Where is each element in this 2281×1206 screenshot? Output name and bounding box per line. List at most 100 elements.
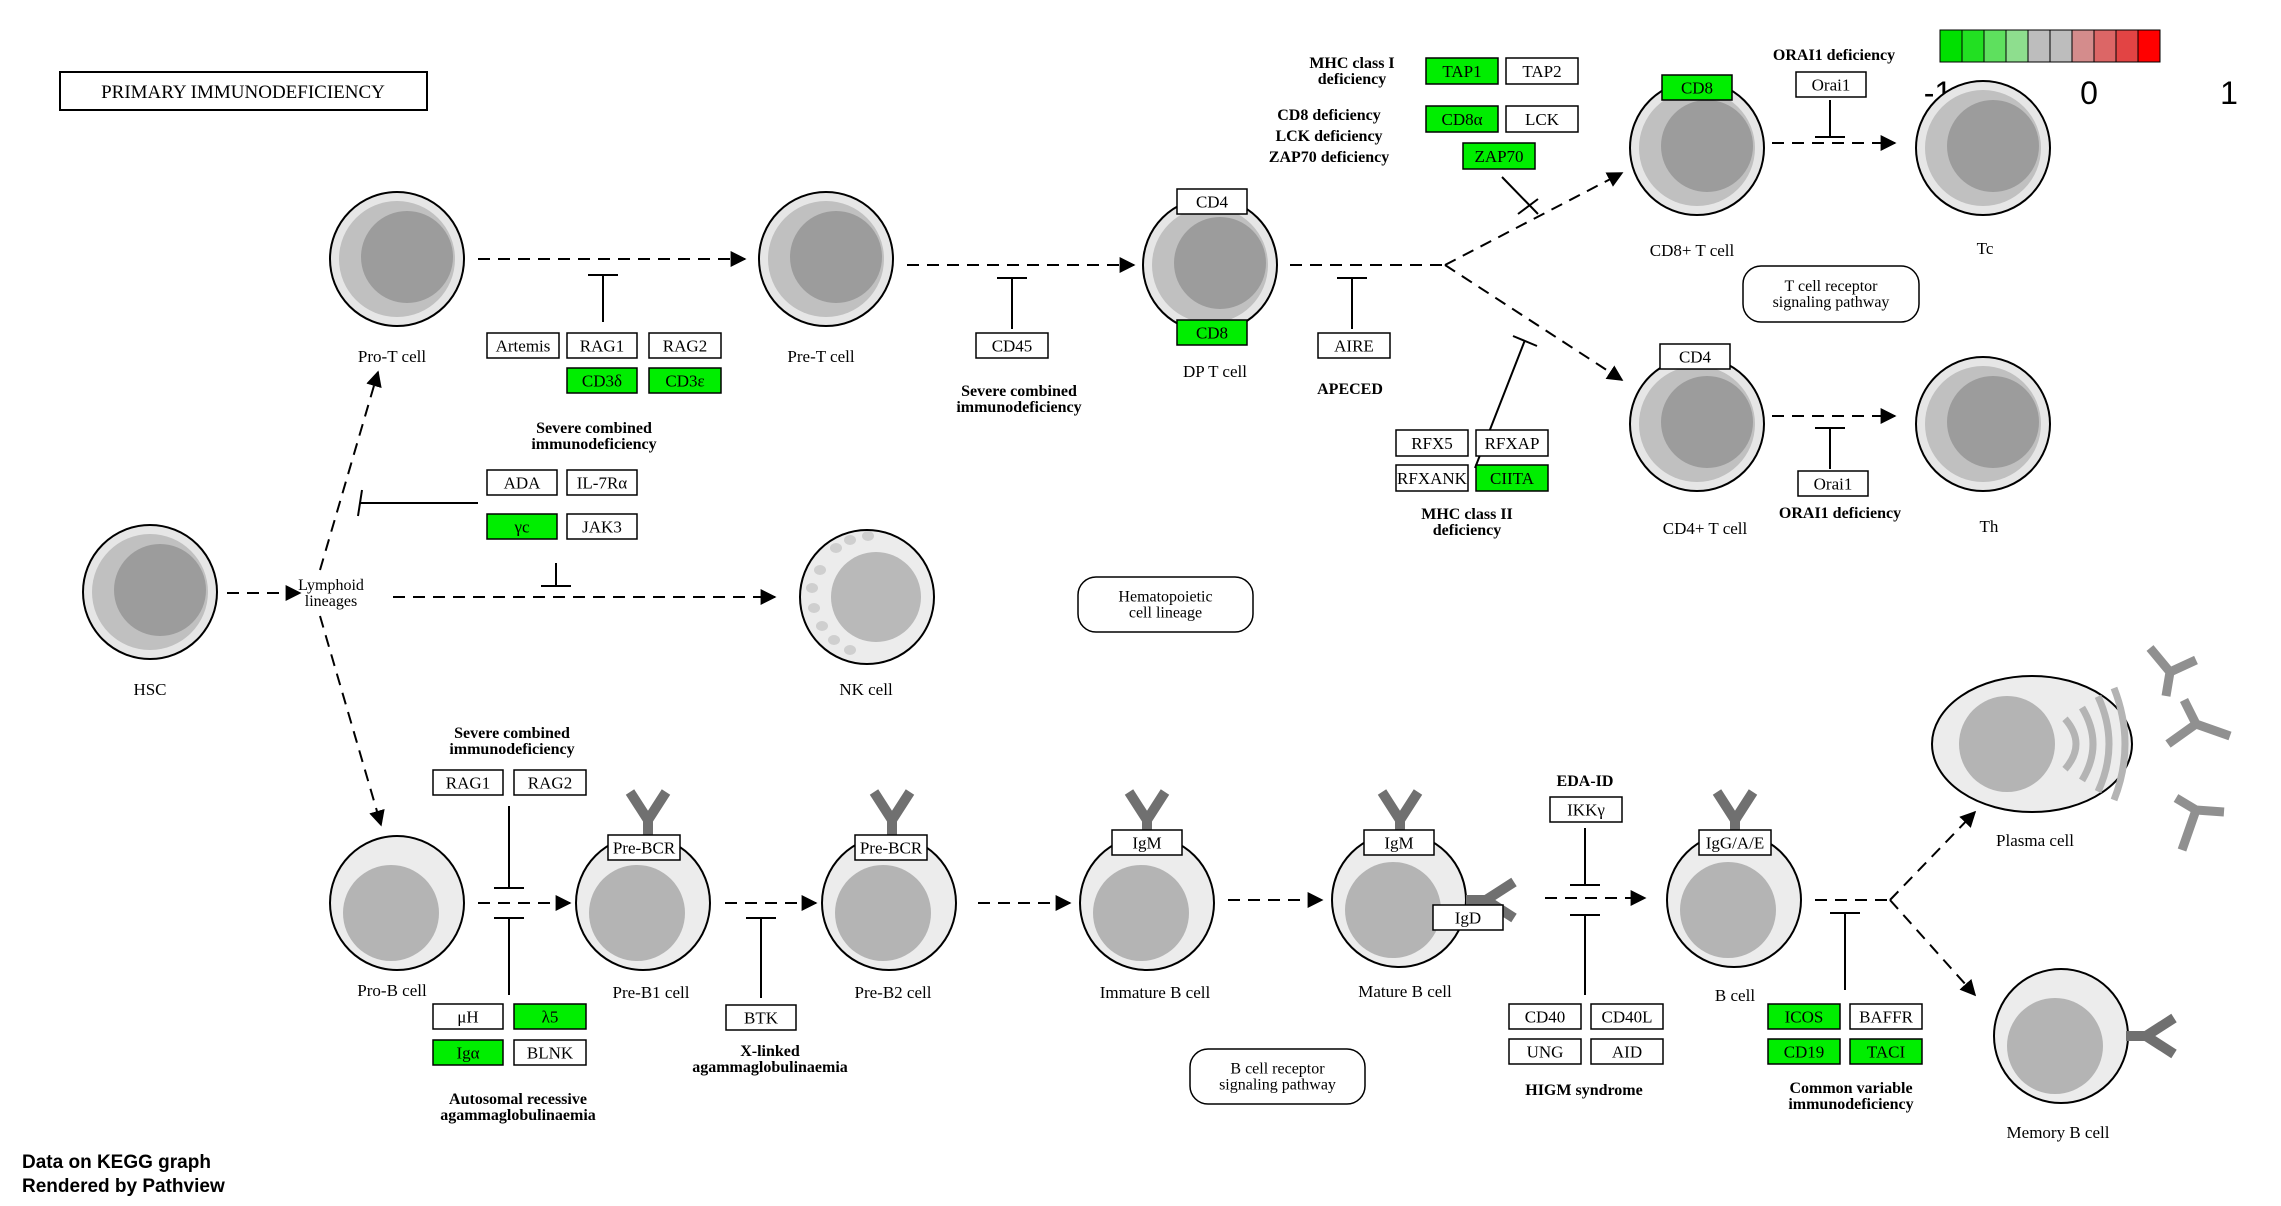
- gene-label: ADA: [504, 474, 542, 493]
- gene-blnk[interactable]: BLNK: [513, 1039, 587, 1066]
- inhibit-btk: [746, 917, 776, 998]
- inhibit-cd45: [997, 277, 1027, 329]
- edge-branch-plasma: [1889, 810, 1977, 901]
- footer-line-2: Rendered by Pathview: [22, 1176, 225, 1197]
- gene-artemis[interactable]: Artemis: [486, 332, 560, 359]
- gene-il7ra[interactable]: IL-7Rα: [566, 469, 638, 496]
- gene-icos[interactable]: ICOS: [1767, 1003, 1841, 1030]
- gene-label: CD19: [1784, 1043, 1825, 1062]
- gene-igm1[interactable]: IgM: [1111, 829, 1183, 856]
- gene-label: CD40L: [1602, 1008, 1653, 1027]
- tc-label: Tc: [1977, 239, 1994, 258]
- gene-rfx5[interactable]: RFX5: [1395, 429, 1469, 457]
- gene-orai1-top[interactable]: Orai1: [1795, 71, 1867, 98]
- nk-label: NK cell: [839, 680, 893, 699]
- orai1-bottom-label: ORAI1 deficiency: [1779, 505, 1901, 522]
- gene-ada[interactable]: ADA: [486, 469, 558, 496]
- inhibit-ikk-higm: [1570, 828, 1600, 995]
- inhibit-orai-top: [1815, 100, 1845, 138]
- gene-cd40l[interactable]: CD40L: [1590, 1003, 1664, 1030]
- gene-aire[interactable]: AIRE: [1317, 332, 1391, 359]
- gene-iggae[interactable]: IgG/A/E: [1698, 829, 1772, 856]
- gene-baffr[interactable]: BAFFR: [1849, 1003, 1923, 1030]
- gene-cd8a[interactable]: CD8α: [1425, 105, 1499, 133]
- pre-b2-label: Pre-B2 cell: [855, 983, 932, 1002]
- gene-cd3d[interactable]: CD3δ: [566, 367, 638, 394]
- gene-rag2-t[interactable]: RAG2: [648, 332, 722, 359]
- pre-b1-label: Pre-B1 cell: [613, 983, 690, 1002]
- gene-label: RFX5: [1411, 434, 1453, 453]
- gene-cd45[interactable]: CD45: [975, 332, 1049, 359]
- gene-ung[interactable]: UNG: [1508, 1038, 1582, 1065]
- gene-ikky[interactable]: IKKγ: [1549, 796, 1623, 823]
- gene-rag2-b[interactable]: RAG2: [513, 769, 587, 796]
- legend-mid-label: 0: [2080, 75, 2098, 111]
- gene-tap1[interactable]: TAP1: [1425, 57, 1499, 85]
- gene-cd19[interactable]: CD19: [1767, 1038, 1841, 1065]
- gene-orai1-bottom[interactable]: Orai1: [1797, 470, 1869, 497]
- gene-iga[interactable]: Igα: [432, 1039, 504, 1066]
- gene-lambda5[interactable]: λ5: [513, 1003, 587, 1030]
- gene-btk[interactable]: BTK: [725, 1004, 797, 1031]
- footer-line-1: Data on KEGG graph: [22, 1152, 211, 1173]
- gene-cd4-dp[interactable]: CD4: [1176, 188, 1248, 215]
- legend-swatch: [2005, 29, 2029, 63]
- plasma-label: Plasma cell: [1996, 831, 2074, 850]
- gene-pre-bcr1[interactable]: Pre-BCR: [607, 834, 681, 861]
- cd4-t-label: CD4+ T cell: [1663, 519, 1748, 538]
- cd8-t-label: CD8+ T cell: [1650, 241, 1735, 260]
- pro-t-label: Pro-T cell: [358, 347, 426, 366]
- tc-cell: [1915, 80, 2051, 216]
- gene-rfxank[interactable]: RFXANK: [1395, 464, 1469, 492]
- gene-cd40[interactable]: CD40: [1508, 1003, 1582, 1030]
- gene-mu-h[interactable]: μH: [432, 1003, 504, 1030]
- gene-label: RAG2: [528, 774, 572, 793]
- th-cell: [1915, 356, 2051, 492]
- gene-aid[interactable]: AID: [1590, 1038, 1664, 1065]
- gene-igm2[interactable]: IgM: [1363, 829, 1435, 856]
- gene-jak3[interactable]: JAK3: [566, 513, 638, 540]
- gene-rfxap[interactable]: RFXAP: [1475, 429, 1549, 457]
- gene-igd[interactable]: IgD: [1432, 904, 1504, 931]
- gene-cd8-top[interactable]: CD8: [1661, 74, 1733, 101]
- gene-pre-bcr2[interactable]: Pre-BCR: [854, 834, 928, 861]
- gene-zap70[interactable]: ZAP70: [1462, 142, 1536, 170]
- legend-swatch: [2049, 29, 2073, 63]
- higm-label: HIGM syndrome: [1525, 1082, 1642, 1099]
- gene-cd8-dp[interactable]: CD8: [1176, 319, 1248, 346]
- cd8-t-cell: [1629, 80, 1765, 216]
- gene-rag1-t[interactable]: RAG1: [566, 332, 638, 359]
- gene-rag1-b[interactable]: RAG1: [432, 769, 504, 796]
- edge-lymphoid-prob: [319, 615, 385, 827]
- gene-label: Orai1: [1812, 76, 1851, 95]
- legend-swatch: [1939, 29, 1963, 63]
- legend-swatch: [2093, 29, 2117, 63]
- gene-tap2[interactable]: TAP2: [1505, 57, 1579, 85]
- inhibit-jak3: [541, 563, 571, 587]
- gene-cd3e[interactable]: CD3ε: [648, 367, 722, 394]
- gene-lck[interactable]: LCK: [1505, 105, 1579, 133]
- edges: [227, 100, 1977, 998]
- gene-yc[interactable]: γc: [486, 513, 558, 540]
- diagram-title: PRIMARY IMMUNODEFICIENCY: [101, 82, 385, 103]
- gene-taci[interactable]: TACI: [1849, 1038, 1923, 1065]
- gene-label: Pre-BCR: [860, 839, 923, 858]
- gene-label: γc: [513, 518, 530, 537]
- gene-ciita[interactable]: CIITA: [1475, 464, 1549, 492]
- gene-label: CD40: [1525, 1008, 1566, 1027]
- gene-label: RAG1: [446, 774, 490, 793]
- gene-cd4-right[interactable]: CD4: [1659, 343, 1731, 370]
- title-box: [59, 71, 428, 111]
- inhibit-scid-b: [494, 806, 524, 995]
- inhibit-cvid: [1830, 912, 1860, 990]
- cells: [82, 80, 2232, 1104]
- immature-b-cell: [1079, 835, 1215, 971]
